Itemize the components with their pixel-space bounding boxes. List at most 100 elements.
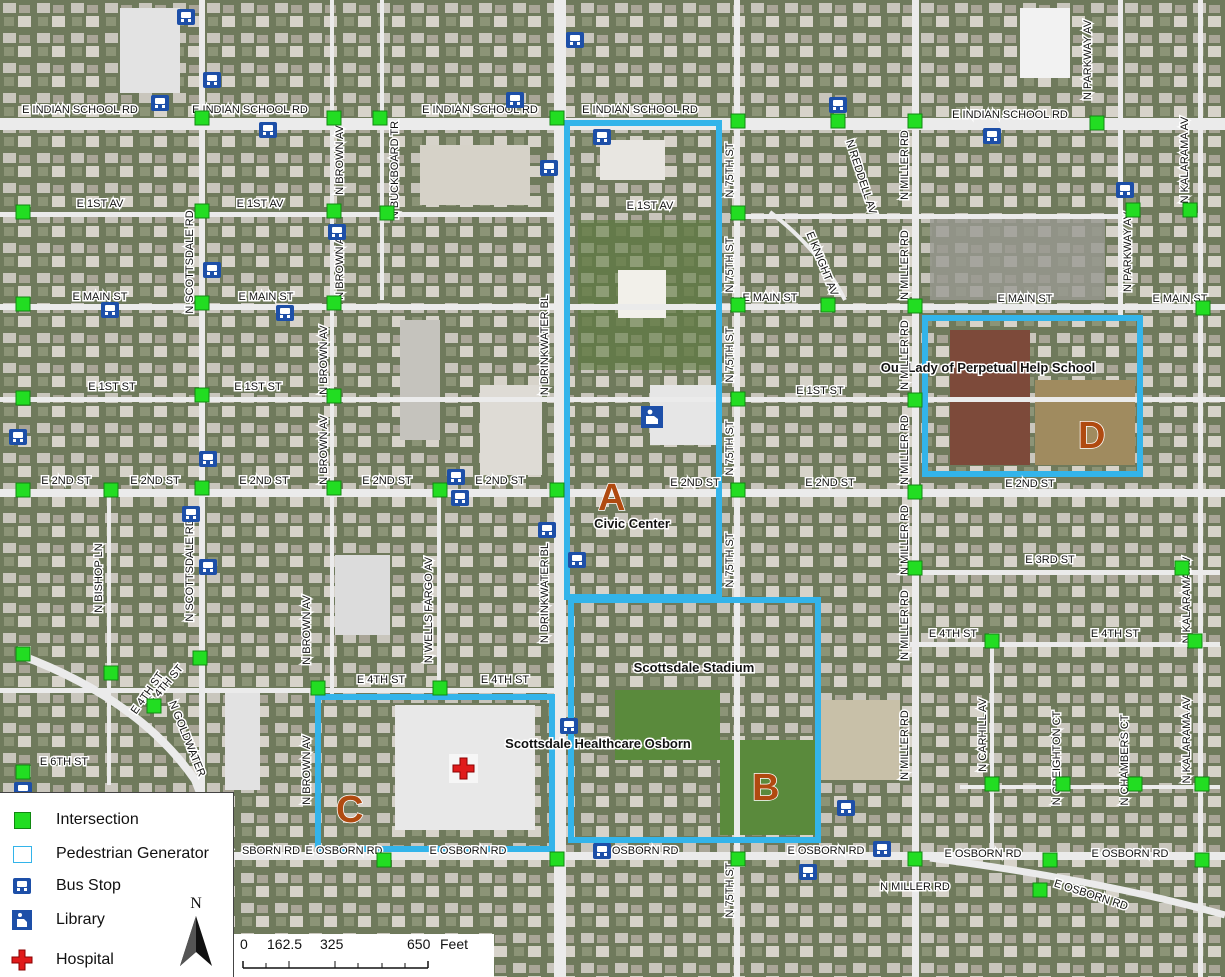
intersection-marker: [372, 110, 388, 126]
points-of-interest: [9, 9, 1211, 898]
street-label: SBORN RD: [242, 845, 300, 857]
pedestrian-generator-symbol-icon: [12, 845, 32, 863]
road-segment: [0, 397, 1225, 402]
intersection-marker: [1187, 633, 1203, 649]
intersection-marker: [984, 633, 1000, 649]
street-label: E 2ND ST: [362, 475, 412, 487]
bus-stop-icon: [538, 522, 556, 538]
bus-stop-icon: [560, 718, 578, 734]
intersection-marker: [1125, 202, 1141, 218]
intersection-marker: [1089, 115, 1105, 131]
street-label: E 1ST AV: [77, 198, 124, 210]
intersection-marker: [730, 205, 746, 221]
street-label: E 2ND ST: [805, 477, 855, 489]
bus-stop-icon: [566, 32, 584, 48]
scale-tick-label: 0: [240, 936, 248, 952]
intersection-marker: [15, 482, 31, 498]
intersection-marker: [984, 776, 1000, 792]
street-label: E 2ND ST: [130, 475, 180, 487]
intersection-marker: [15, 646, 31, 662]
street-label: E INDIAN SCHOOL RD: [192, 104, 308, 116]
intersection-symbol-icon: [13, 811, 31, 829]
street-label: N BROWN AV: [334, 125, 346, 195]
intersection-marker: [907, 851, 923, 867]
road-segment: [437, 485, 441, 695]
street-label: N BROWN AV: [334, 230, 346, 300]
buildings: [120, 8, 1070, 830]
bus-stop-icon: [199, 451, 217, 467]
street-label: E MAIN ST: [997, 293, 1052, 305]
street-label: N MILLER RD: [899, 230, 911, 300]
road-segment: [768, 210, 847, 301]
street-label: E 2ND ST: [239, 475, 289, 487]
scale-bar-graphic: [242, 961, 429, 969]
street-label: E 1ST ST: [234, 381, 282, 393]
legend-label: Hospital: [56, 951, 114, 968]
legend-label: Library: [56, 911, 105, 928]
zone-letter: C: [336, 789, 363, 831]
street-label: E OSBORN RD: [305, 845, 382, 857]
zone-letter: B: [752, 767, 779, 809]
intersection-marker: [907, 298, 923, 314]
intersection-marker: [146, 698, 162, 714]
street-label: N BROWN AV: [301, 595, 313, 665]
intersection-marker: [907, 484, 923, 500]
street-label: E OSBORN RD: [944, 848, 1021, 860]
intersection-marker: [1127, 776, 1143, 792]
intersection-marker: [194, 295, 210, 311]
legend-label: Bus Stop: [56, 877, 121, 894]
street-label: E 4TH ST: [929, 628, 978, 640]
intersection-marker: [194, 387, 210, 403]
street-label: E 1ST AV: [237, 198, 284, 210]
street-label: N 75TH ST: [724, 420, 736, 475]
bus-stop-icon: [873, 841, 891, 857]
intersection-marker: [1032, 882, 1048, 898]
road-segment: [929, 854, 1225, 919]
intersection-marker: [730, 113, 746, 129]
intersection-marker: [15, 390, 31, 406]
scale-unit-label: Feet: [440, 936, 469, 952]
street-label: E MAIN ST: [742, 292, 797, 304]
bus-stop-icon: [983, 128, 1001, 144]
street-label: E 1ST ST: [88, 381, 136, 393]
road-segment: [0, 304, 1225, 310]
street-label: N 75TH ST: [724, 237, 736, 292]
bus-stop-icon: [199, 559, 217, 575]
street-label: E 1ST AV: [627, 200, 674, 212]
street-label: N SCOTTSDALE RD: [184, 210, 196, 313]
bus-stop-icon: [837, 800, 855, 816]
road-segment: [380, 0, 384, 300]
legend-item-bus-stop: Bus Stop: [10, 873, 121, 899]
street-label: E 2ND ST: [1005, 478, 1055, 490]
zone-letter: D: [1078, 415, 1105, 457]
street-label: N 75TH ST: [724, 327, 736, 382]
intersection-marker: [194, 203, 210, 219]
bus-stop-icon: [506, 92, 524, 108]
street-label: N PARKWAY AV: [1122, 211, 1134, 292]
bus-stop-icon: [593, 129, 611, 145]
intersection-marker: [310, 680, 326, 696]
intersection-marker: [549, 851, 565, 867]
street-label: E 1ST ST: [796, 385, 844, 397]
zone-letter: A: [598, 477, 625, 519]
intersection-marker: [730, 482, 746, 498]
street-label: N CHAMBERS CT: [1119, 714, 1131, 805]
intersection-marker: [1182, 202, 1198, 218]
street-label: E OSBORN RD: [601, 845, 678, 857]
street-label: N MILLER RD: [899, 320, 911, 390]
bus-stop-icon: [276, 305, 294, 321]
road-segment: [910, 570, 1220, 575]
road-segment: [107, 485, 111, 785]
bus-stop-icon: [540, 160, 558, 176]
zone-name-label: Our Lady of Perpetual Help School: [881, 360, 1096, 375]
street-label: N BROWN AV: [318, 415, 330, 485]
intersection-marker: [194, 110, 210, 126]
intersection-marker: [1195, 300, 1211, 316]
road-segment: [730, 214, 1130, 219]
intersection-marker: [379, 205, 395, 221]
street-label: E OSBORN RD: [1091, 848, 1168, 860]
intersection-marker: [907, 392, 923, 408]
legend-label: Intersection: [56, 811, 139, 828]
intersection-marker: [432, 482, 448, 498]
road-segment: [910, 642, 1220, 647]
